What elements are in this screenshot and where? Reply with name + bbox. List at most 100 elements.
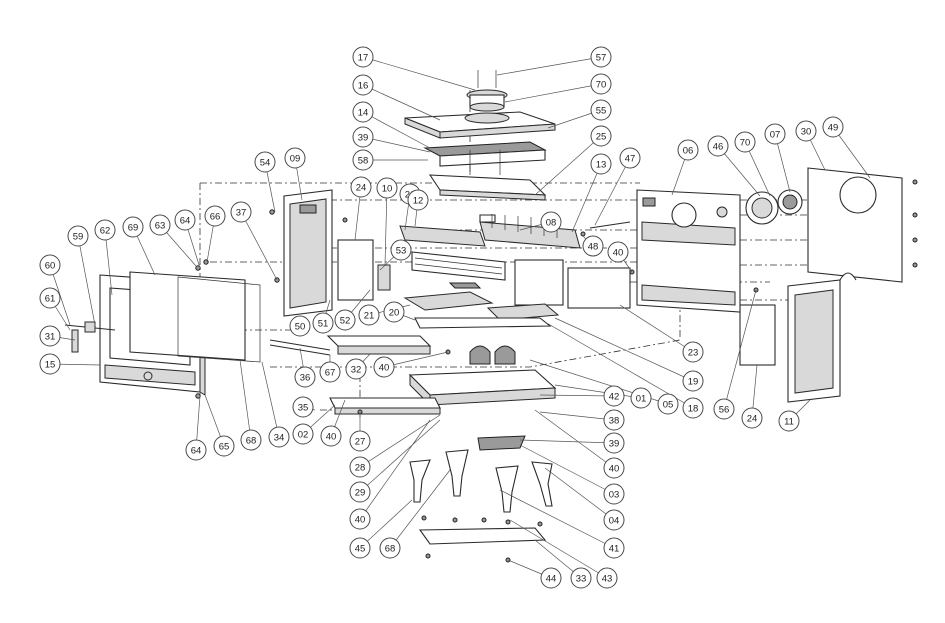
leader-line-57 (496, 56, 602, 76)
leader-line-40c (534, 409, 615, 469)
callout-circle-47 (619, 147, 641, 169)
callout-60: 60 (39, 254, 61, 276)
callout-number-64b: 64 (191, 445, 202, 456)
left-side-panel (283, 189, 391, 317)
callout-circle-38 (603, 409, 625, 431)
callout-circle-41 (603, 537, 625, 559)
firebricks (337, 239, 776, 366)
callout-number-03: 03 (609, 489, 620, 500)
callout-number-27: 27 (355, 436, 366, 447)
leader-line-29 (359, 419, 441, 493)
leader-line-10 (384, 187, 388, 266)
callout-circle-54 (254, 151, 276, 173)
callout-number-40b: 40 (379, 362, 390, 373)
callout-06: 06 (677, 139, 699, 161)
callout-number-47: 47 (625, 153, 636, 164)
callout-number-48: 48 (588, 241, 599, 252)
callout-20: 20 (383, 301, 405, 323)
callout-44: 44 (540, 567, 562, 589)
callout-04: 04 (603, 509, 625, 531)
callout-10: 10 (376, 177, 398, 199)
riddle-rods (269, 339, 331, 356)
leader-line-40d (359, 419, 431, 520)
callout-number-50: 50 (295, 321, 306, 332)
callout-circle-64b (185, 439, 207, 461)
callout-circle-01 (630, 387, 652, 409)
callout-41: 41 (603, 537, 625, 559)
callout-number-39b: 39 (609, 438, 620, 449)
callout-circle-68a (379, 537, 401, 559)
callout-number-09: 09 (290, 153, 301, 164)
callout-33: 33 (570, 567, 592, 589)
callout-circle-62 (94, 219, 116, 241)
callout-31: 31 (39, 325, 61, 347)
callout-circle-03 (603, 483, 625, 505)
callout-circle-24a (350, 176, 372, 198)
callout-57: 57 (590, 46, 612, 68)
callout-circle-51 (312, 312, 334, 334)
callout-circle-64a (174, 209, 196, 231)
leader-line-68a (389, 469, 451, 549)
callout-circle-43 (596, 567, 618, 589)
ash-lip (477, 435, 526, 451)
callout-circle-30 (795, 120, 817, 142)
callout-number-68a: 68 (385, 543, 396, 554)
leader-line-14 (362, 111, 431, 149)
callout-circle-55 (590, 99, 612, 121)
callout-circle-15 (39, 353, 61, 375)
callout-circle-16 (352, 74, 374, 96)
callout-number-19: 19 (688, 376, 699, 387)
callout-number-46: 46 (713, 141, 724, 152)
callout-29: 29 (349, 481, 371, 503)
callout-40a: 40 (607, 241, 629, 263)
callout-circle-40a (607, 241, 629, 263)
grate-bars (411, 251, 506, 281)
callout-circle-52 (334, 309, 356, 331)
leader-line-62 (104, 229, 113, 296)
callout-16: 16 (352, 74, 374, 96)
callout-number-40c: 40 (609, 463, 620, 474)
callout-number-59: 59 (73, 231, 84, 242)
callout-number-66: 66 (210, 211, 221, 222)
callout-number-01: 01 (636, 393, 647, 404)
callout-circle-31 (39, 325, 61, 347)
spigot-rings (745, 189, 803, 225)
callout-number-17: 17 (358, 52, 369, 63)
callout-circle-32 (345, 358, 367, 380)
callout-circle-59 (67, 225, 89, 247)
leader-line-04 (544, 467, 615, 521)
callout-number-36: 36 (300, 372, 311, 383)
callout-46: 46 (707, 135, 729, 157)
leader-line-59 (77, 235, 96, 326)
callout-number-58: 58 (358, 155, 369, 166)
callout-number-06: 06 (683, 145, 694, 156)
callout-34: 34 (268, 426, 290, 448)
callout-circle-48 (582, 235, 604, 257)
callout-number-65: 65 (219, 441, 230, 452)
callout-circle-34 (268, 426, 290, 448)
leader-line-39b (519, 439, 615, 444)
callout-50: 50 (289, 315, 311, 337)
callout-number-34: 34 (274, 432, 285, 443)
callout-35: 35 (292, 396, 314, 418)
callout-number-08: 08 (546, 217, 557, 228)
callout-circle-69 (122, 216, 144, 238)
callout-32: 32 (345, 358, 367, 380)
callout-40e: 40 (320, 425, 342, 447)
leader-line-49 (832, 126, 871, 179)
callout-07: 07 (764, 123, 786, 145)
callout-03: 03 (603, 483, 625, 505)
callout-circle-58 (352, 149, 374, 171)
callout-number-53: 53 (396, 245, 407, 256)
callout-number-24b: 24 (747, 413, 758, 424)
callout-circle-11 (778, 410, 800, 432)
callout-circle-42 (603, 385, 625, 407)
callout-51: 51 (312, 312, 334, 334)
grate-plates (403, 282, 560, 329)
callout-number-62: 62 (100, 225, 111, 236)
callout-circle-40b (373, 356, 395, 378)
callout-circle-44 (540, 567, 562, 589)
callout-number-63: 63 (155, 220, 166, 231)
callout-01: 01 (630, 387, 652, 409)
